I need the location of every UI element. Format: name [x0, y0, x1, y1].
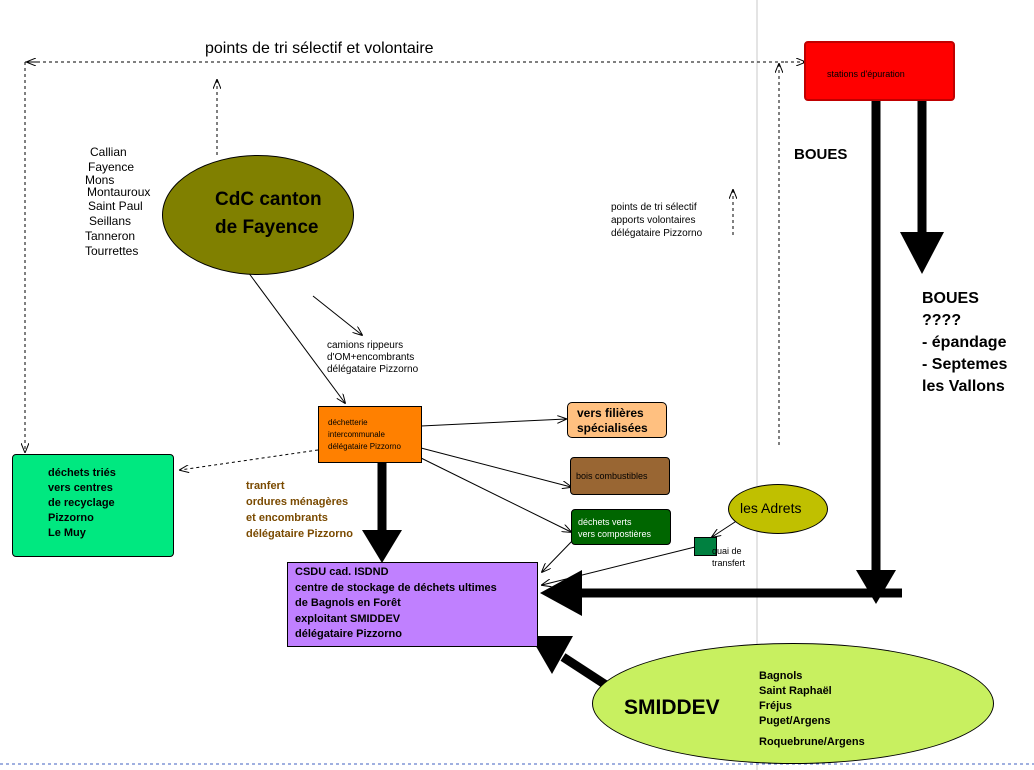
stations-box: stations d'épuration: [804, 41, 955, 101]
cdc-towns-list: Callian Fayence Mons Montauroux Saint Pa…: [85, 145, 150, 259]
arrow-to-filieres: [420, 419, 566, 427]
smiddev-town: Fréjus: [759, 700, 793, 712]
tries-line: Le Muy: [48, 527, 86, 539]
quai-line: transfert: [712, 558, 746, 568]
csdu-box: CSDU cad. ISDND centre de stockage de dé…: [287, 562, 538, 647]
dashed-to-tries: [180, 449, 319, 470]
smiddev-town: Saint Raphaël: [759, 685, 832, 697]
dechetterie-line: déchetterie: [328, 418, 368, 427]
camions-line: délégataire Pizzorno: [327, 364, 419, 375]
quai-text: quai de transfert: [712, 545, 745, 569]
csdu-line: centre de stockage de déchets ultimes: [295, 581, 497, 594]
transfert-line: délégataire Pizzorno: [246, 528, 353, 540]
thick-arrow-smiddev-csdu: [560, 653, 609, 689]
csdu-line: délégataire Pizzorno: [295, 628, 402, 640]
verts-line: déchets verts: [578, 517, 632, 527]
stations-label: stations d'épuration: [827, 69, 905, 79]
boues-line: - Septemes: [922, 356, 1008, 373]
boues-line: les Vallons: [922, 378, 1005, 395]
camions-line: camions rippeurs: [327, 340, 404, 351]
smiddev-town: Roquebrune/Argens: [759, 736, 865, 748]
quai-line: quai de: [712, 546, 742, 556]
arrow-camions: [312, 295, 362, 335]
bois-label: bois combustibles: [576, 471, 648, 481]
pts-tri-line: points de tri sélectif: [611, 202, 697, 213]
smiddev-ellipse: SMIDDEV Bagnols Saint Raphaël Fréjus Pug…: [592, 643, 994, 764]
adrets-ellipse: les Adrets: [728, 484, 828, 534]
arrow-verts-csdu: [542, 537, 576, 572]
arrow-to-verts: [420, 457, 571, 532]
smiddev-town: Bagnols: [759, 670, 803, 682]
dechetterie-line: délégataire Pizzorno: [328, 442, 401, 451]
pts-tri-text: points de tri sélectif apports volontair…: [611, 201, 702, 240]
transfert-line: tranfert: [246, 480, 285, 492]
arrow-quai-csdu: [542, 546, 696, 585]
boues-label: BOUES: [794, 146, 848, 163]
verts-box: déchets verts vers compostières: [571, 509, 671, 545]
filieres-line: vers filières: [577, 406, 644, 420]
transfert-text: tranfert ordures ménagères et encombrant…: [246, 478, 353, 542]
filieres-line: spécialisées: [577, 421, 648, 435]
arrow-to-bois: [420, 447, 571, 487]
pts-tri-line: apports volontaires: [611, 215, 696, 226]
town: Tanneron: [85, 229, 136, 243]
smiddev-label: SMIDDEV: [624, 696, 720, 719]
transfert-line: et encombrants: [246, 512, 328, 524]
quai-square: [694, 537, 717, 556]
cdc-title-line1: CdC canton: [215, 189, 322, 210]
dechetterie-box: déchetterie intercommunale délégataire P…: [318, 406, 422, 463]
tries-line: Pizzorno: [48, 512, 94, 524]
cdc-title-line2: de Fayence: [215, 217, 319, 238]
town: Tourrettes: [85, 244, 139, 258]
town: Callian: [90, 145, 127, 159]
boues-line: - épandage: [922, 334, 1007, 351]
arrow-cdc-dechetterie: [247, 271, 345, 403]
bois-box: bois combustibles: [570, 457, 670, 495]
camions-line: d'OM+encombrants: [327, 352, 415, 363]
tries-box: déchets triés vers centres de recyclage …: [12, 454, 174, 557]
verts-line: vers compostières: [578, 529, 652, 539]
boues-line: BOUES: [922, 290, 979, 307]
dechetterie-line: intercommunale: [328, 430, 385, 439]
csdu-line: CSDU cad. ISDND: [295, 566, 389, 578]
town: Mons: [85, 173, 115, 187]
tries-line: de recyclage: [48, 497, 115, 509]
top-label: points de tri sélectif et volontaire: [205, 40, 434, 57]
boues-destinations: BOUES ???? - épandage - Septemes les Val…: [922, 288, 1007, 398]
town: Saint Paul: [88, 199, 143, 213]
filieres-box: vers filières spécialisées: [567, 402, 667, 438]
town: Montauroux: [87, 185, 151, 199]
pts-tri-line: délégataire Pizzorno: [611, 228, 703, 239]
csdu-line: de Bagnols en Forêt: [295, 597, 401, 609]
camions-text: camions rippeurs d'OM+encombrants déléga…: [327, 340, 418, 376]
town: Fayence: [88, 160, 135, 174]
smiddev-town: Puget/Argens: [759, 715, 831, 727]
tries-line: déchets triés: [48, 467, 116, 479]
adrets-label: les Adrets: [740, 500, 802, 516]
transfert-line: ordures ménagères: [246, 496, 349, 508]
tries-line: vers centres: [48, 482, 113, 494]
smiddev-towns: Bagnols Saint Raphaël Fréjus Puget/Argen…: [759, 669, 865, 750]
cdc-ellipse: CdC canton de Fayence: [162, 155, 354, 275]
arrow-adrets-quai: [712, 519, 739, 537]
town: Seillans: [89, 214, 132, 228]
boues-line: ????: [922, 312, 962, 329]
csdu-line: exploitant SMIDDEV: [295, 612, 401, 625]
